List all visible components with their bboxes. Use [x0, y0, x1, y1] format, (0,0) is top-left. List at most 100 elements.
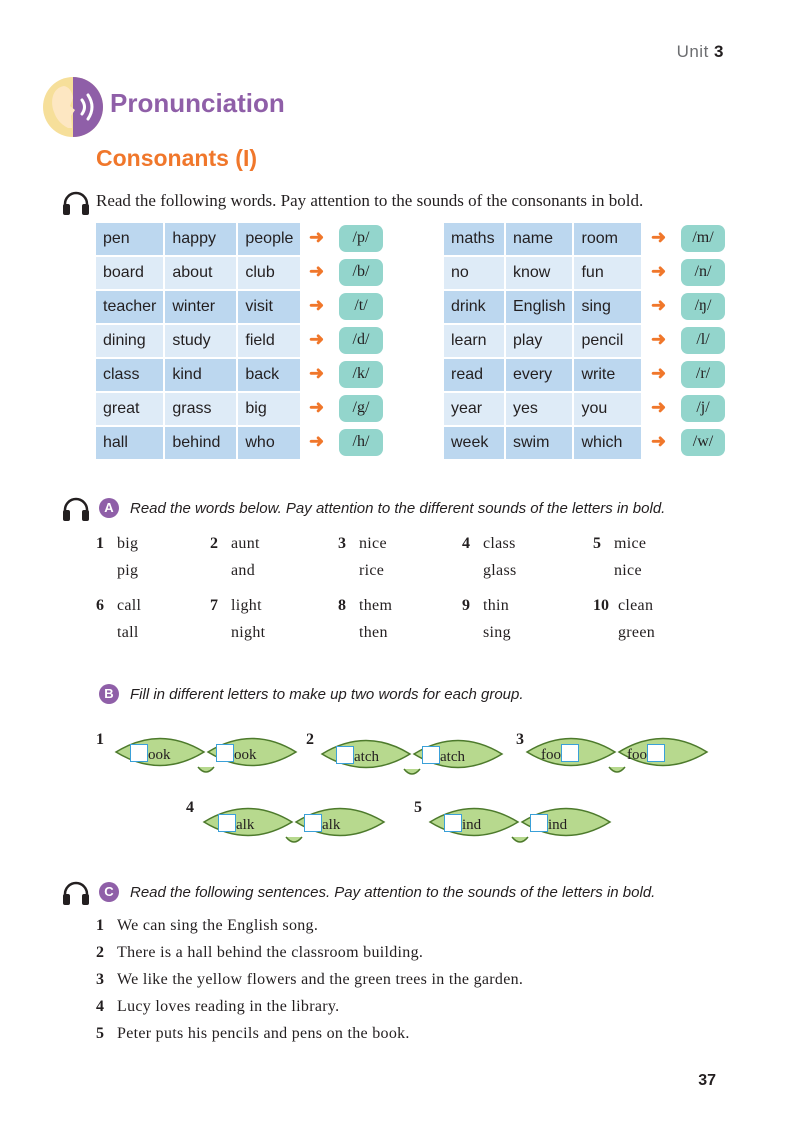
- arrow-icon: ➜: [651, 227, 667, 247]
- word-cell: teacher: [96, 291, 164, 323]
- headphones-icon[interactable]: [61, 190, 91, 216]
- word-cell: hall: [96, 427, 164, 459]
- phoneme-chip: /h/: [339, 429, 383, 456]
- headphones-icon[interactable]: [61, 880, 91, 906]
- group-number: 4: [462, 535, 470, 552]
- phoneme-chip: /w/: [681, 429, 725, 456]
- phoneme-chip: /ŋ/: [681, 293, 725, 320]
- arrow-icon: ➜: [309, 329, 325, 349]
- letter-blank-input[interactable]: [530, 814, 548, 832]
- letter-blank-input[interactable]: [561, 744, 579, 762]
- letter-blank-input[interactable]: [130, 744, 148, 762]
- arrow-icon: ➜: [651, 363, 667, 383]
- word-cell: people: [238, 223, 301, 255]
- group-word: nice: [359, 535, 387, 552]
- leaf-word: foo: [627, 744, 665, 764]
- practice-sentence: We like the yellow flowers and the green…: [117, 971, 524, 988]
- section-b-instruction: Fill in different letters to make up two…: [130, 686, 524, 703]
- practice-sentence: Lucy loves reading in the library.: [117, 998, 340, 1015]
- phoneme-chip: /b/: [339, 259, 383, 286]
- word-cell: dining: [96, 325, 164, 357]
- group-word: then: [359, 624, 388, 641]
- headphones-icon[interactable]: [61, 496, 91, 522]
- phoneme-chip: /m/: [681, 225, 725, 252]
- section-a-badge: A: [99, 498, 119, 518]
- word-cell: no: [444, 257, 504, 289]
- word-cell: board: [96, 257, 164, 289]
- arrow-icon: ➜: [309, 227, 325, 247]
- phoneme-chip: /d/: [339, 327, 383, 354]
- group-word: clean: [618, 597, 654, 614]
- word-ending: atch: [440, 749, 465, 765]
- sentence-number: 3: [96, 971, 104, 988]
- letter-blank-input[interactable]: [336, 746, 354, 764]
- letter-blank-input[interactable]: [218, 814, 236, 832]
- page-number: 37: [698, 1072, 716, 1089]
- letter-blank-input[interactable]: [444, 814, 462, 832]
- group-word: aunt: [231, 535, 260, 552]
- group-number: 7: [210, 597, 218, 614]
- arrow-icon: ➜: [309, 397, 325, 417]
- word-cell: which: [574, 427, 642, 459]
- letter-blank-input[interactable]: [647, 744, 665, 762]
- group-word: sing: [483, 624, 511, 641]
- letter-blank-input[interactable]: [216, 744, 234, 762]
- sentence-number: 1: [96, 917, 104, 934]
- letter-blank-input[interactable]: [304, 814, 322, 832]
- phoneme-chip: /l/: [681, 327, 725, 354]
- phoneme-chip: /g/: [339, 395, 383, 422]
- leaf-word: alk: [218, 814, 254, 834]
- group-word: thin: [483, 597, 510, 614]
- group-word: big: [117, 535, 139, 552]
- leaf-group-number: 5: [414, 799, 422, 816]
- group-number: 2: [210, 535, 218, 552]
- leaf-word: atch: [336, 746, 379, 766]
- group-number: 8: [338, 597, 346, 614]
- section-c-instruction: Read the following sentences. Pay attent…: [130, 884, 656, 901]
- word-cell: fun: [574, 257, 642, 289]
- word-cell: field: [238, 325, 301, 357]
- word-ending: alk: [322, 817, 341, 833]
- group-word: class: [483, 535, 516, 552]
- phoneme-chip: /r/: [681, 361, 725, 388]
- word-cell: read: [444, 359, 504, 391]
- word-cell: every: [506, 359, 573, 391]
- word-cell: you: [574, 393, 642, 425]
- leaf-word: foo: [541, 744, 579, 764]
- word-cell: write: [574, 359, 642, 391]
- sentence-number: 4: [96, 998, 104, 1015]
- word-cell: pen: [96, 223, 164, 255]
- group-word: night: [231, 624, 266, 641]
- phoneme-chip: /k/: [339, 361, 383, 388]
- group-word: glass: [483, 562, 517, 579]
- arrow-icon: ➜: [651, 261, 667, 281]
- word-ending: foo: [541, 747, 561, 763]
- group-number: 1: [96, 535, 104, 552]
- word-cell: grass: [165, 393, 237, 425]
- word-cell: name: [506, 223, 573, 255]
- arrow-icon: ➜: [309, 363, 325, 383]
- phoneme-chip: /n/: [681, 259, 725, 286]
- leaf-group-number: 2: [306, 731, 314, 748]
- arrow-icon: ➜: [309, 295, 325, 315]
- word-cell: week: [444, 427, 504, 459]
- letter-blank-input[interactable]: [422, 746, 440, 764]
- word-cell: behind: [165, 427, 237, 459]
- phoneme-chip: /p/: [339, 225, 383, 252]
- leaf-word: ook: [130, 744, 171, 764]
- word-cell: sing: [574, 291, 642, 323]
- leaf-group-number: 3: [516, 731, 524, 748]
- group-word: and: [231, 562, 256, 579]
- leaf-word: alk: [304, 814, 340, 834]
